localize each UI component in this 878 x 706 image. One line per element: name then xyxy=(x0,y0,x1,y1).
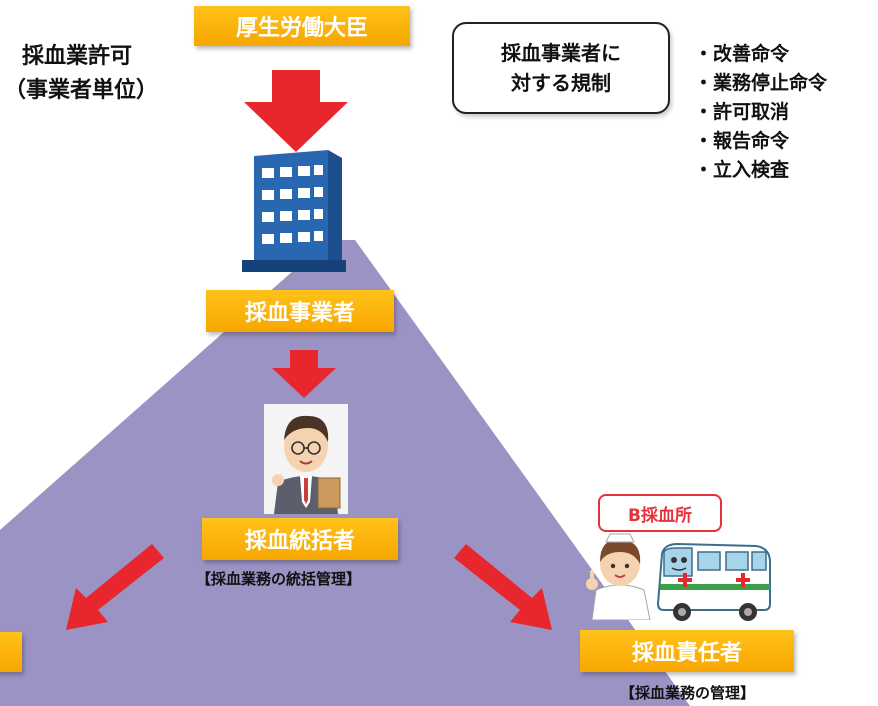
regulation-item: ・改善命令 xyxy=(694,43,790,65)
manager-caption: 【採血業務の管理】 xyxy=(620,684,756,702)
license-subtitle: （事業者単位） xyxy=(4,78,159,103)
supervisor-label: 採血統括者 xyxy=(202,518,398,560)
regulation-box: 採血事業者に 対する規制 xyxy=(452,22,670,114)
supervisor-caption: 【採血業務の統括管理】 xyxy=(196,570,362,588)
license-title: 採血業許可 xyxy=(22,44,133,69)
down-right-arrow-icon xyxy=(454,544,552,630)
down-left-arrow-icon xyxy=(66,544,164,630)
left-site-label xyxy=(0,632,22,672)
down-arrow-icon xyxy=(272,350,336,398)
site-b-label: B採血所 xyxy=(598,494,722,532)
regulation-item: ・許可取消 xyxy=(694,101,790,123)
operator-label: 採血事業者 xyxy=(206,290,394,332)
regulation-box-line1: 採血事業者に xyxy=(501,41,621,65)
nurse-icon xyxy=(586,533,651,620)
blood-donation-bus-icon xyxy=(656,542,771,621)
regulation-item: ・立入検査 xyxy=(694,159,790,181)
manager-label: 採血責任者 xyxy=(580,630,794,672)
businessman-icon xyxy=(264,404,348,514)
office-building-icon xyxy=(242,150,346,272)
down-arrow-icon xyxy=(244,70,348,152)
regulation-list: ・改善命令 ・業務停止命令 ・許可取消 ・報告命令 ・立入検査 xyxy=(694,40,827,185)
regulation-item: ・業務停止命令 xyxy=(694,72,828,94)
regulation-box-line2: 対する規制 xyxy=(511,71,611,95)
regulation-item: ・報告命令 xyxy=(694,130,790,152)
minister-label: 厚生労働大臣 xyxy=(194,6,410,46)
